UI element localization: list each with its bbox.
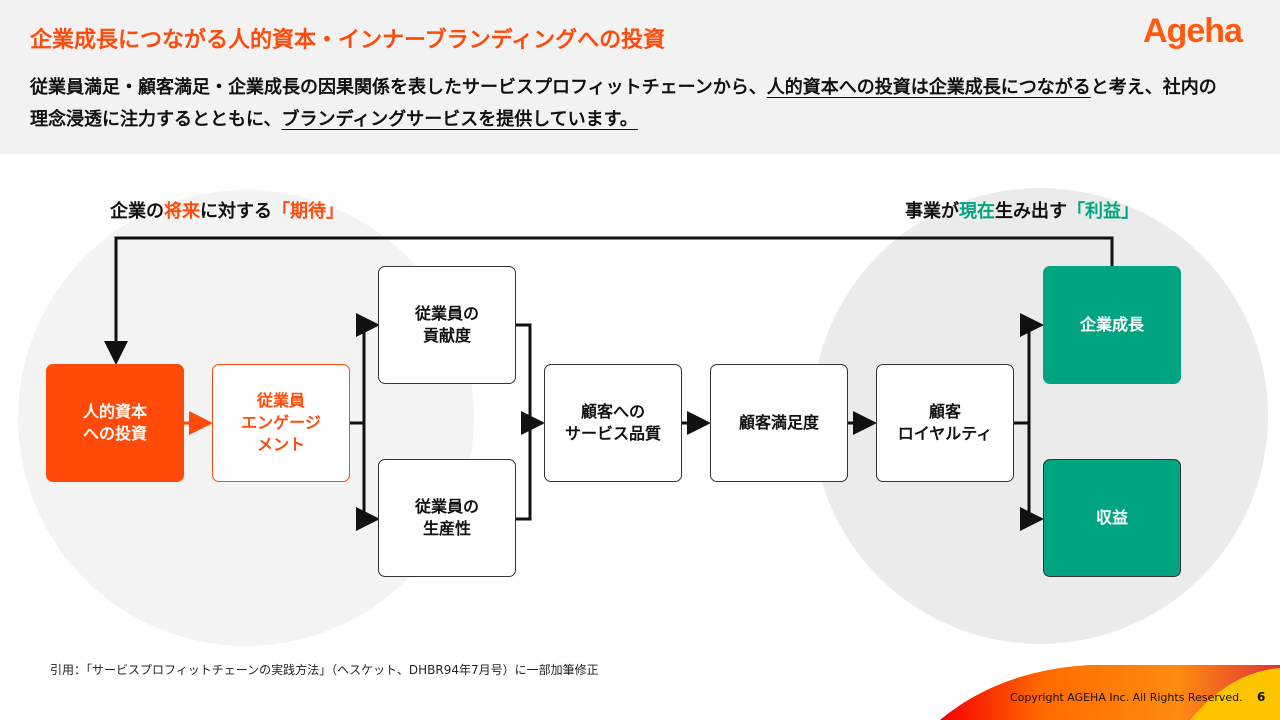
lead-underline: 人的資本への投資は企業成長につながる [766,77,1091,98]
box-productivity: 従業員の 生産性 [378,459,516,577]
header [0,0,1280,154]
ageha-logo: Ageha [1143,12,1243,50]
label-part: 「利益」 [1067,201,1139,222]
label-part: に対する [200,201,272,222]
label-part: 企業の [110,201,164,222]
lead-text: 従業員満足・顧客満足・企業成長の因果関係を表したサービスプロフィットチェーンから… [30,72,1230,136]
citation: 引用：「サービスプロフィットチェーンの実践方法」（ヘスケット、DHBR94年7月… [50,663,599,677]
label-part: 現在 [959,201,995,222]
box-customer-satisfaction: 顧客満足度 [710,364,848,482]
page-title: 企業成長につながる人的資本・インナーブランディングへの投資 [30,28,666,53]
lead-underline: ブランディングサービスを提供しています。 [281,109,638,130]
box-service-quality: 顧客への サービス品質 [544,364,682,482]
label-part: 生み出す [995,201,1067,222]
lead-part: と考え、社内の理念浸透に注力するとともに、 [30,77,1217,130]
lead-part: 従業員満足・顧客満足・企業成長の因果関係を表したサービスプロフィットチェーンから… [30,77,767,98]
label-part: 事業が [905,201,959,222]
label-part: 「期待」 [272,201,344,222]
copyright: Copyright AGEHA Inc. All Rights Reserved… [1010,691,1243,704]
box-profit: 収益 [1043,459,1181,577]
page-number: 6 [1257,690,1266,704]
box-engagement: 従業員 エンゲージ メント [212,364,350,482]
box-human-capital-investment: 人的資本 への投資 [46,364,184,482]
box-contribution: 従業員の 貢献度 [378,266,516,384]
box-corporate-growth: 企業成長 [1043,266,1181,384]
arrow [350,323,377,521]
label-part: 将来 [164,201,200,222]
feedback-loop [104,236,1114,365]
profit-label: 事業が現在生み出す「利益」 [905,197,1139,223]
box-customer-loyalty: 顧客 ロイヤルティ [876,364,1014,482]
footer-decoration [940,665,1280,720]
expectation-label: 企業の将来に対する「期待」 [110,197,344,223]
